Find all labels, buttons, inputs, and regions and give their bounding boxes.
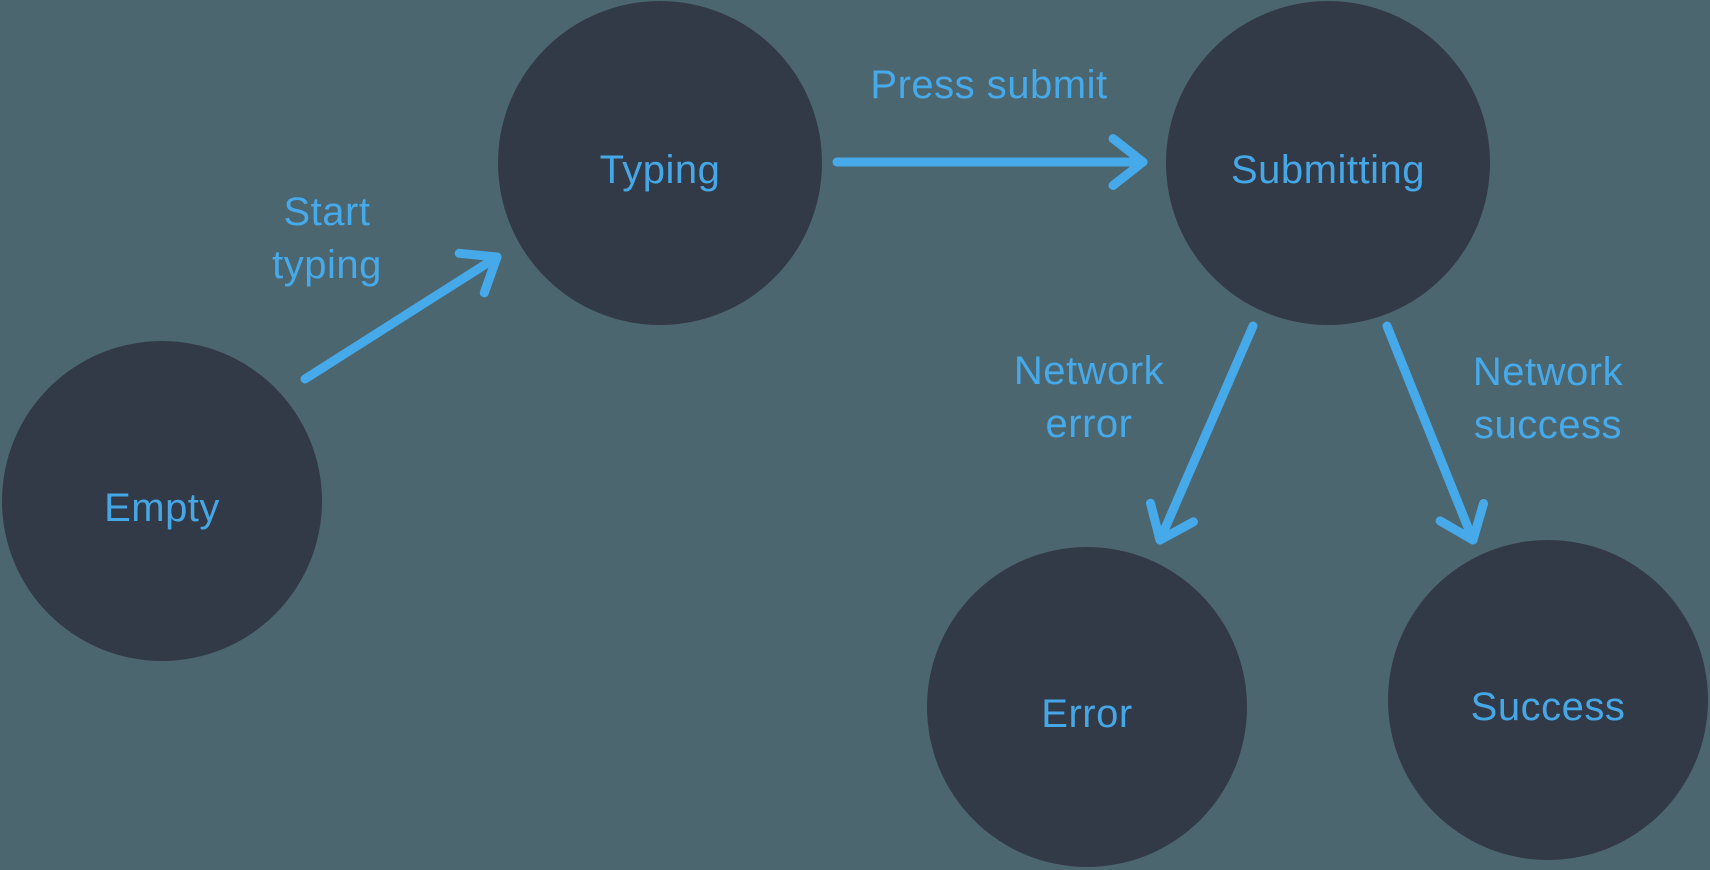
- transition-label-line: typing: [272, 243, 382, 287]
- transition-label-network-error: Network error: [889, 345, 1289, 451]
- state-error: Error: [927, 547, 1247, 867]
- transition-arrowhead-icon: [1108, 134, 1148, 190]
- transition-label-line: error: [1045, 402, 1133, 446]
- transition-arrowhead-icon: [1435, 498, 1489, 545]
- transition-label-line: Network: [1013, 349, 1165, 393]
- state-success-label: Success: [1470, 684, 1626, 729]
- state-error-label: Error: [1041, 691, 1133, 736]
- state-empty-label: Empty: [104, 485, 220, 530]
- state-success: Success: [1388, 540, 1708, 860]
- transition-arrowhead-icon: [1145, 498, 1198, 545]
- transition-label-network-success: Network success: [1348, 346, 1710, 452]
- transition-label-line: success: [1474, 403, 1622, 447]
- transition-label-line: Press submit: [870, 62, 1108, 107]
- state-submitting-label: Submitting: [1231, 147, 1425, 192]
- transition-label-line: Network: [1472, 350, 1624, 394]
- transition-label-press-submit: Press submit: [789, 59, 1189, 112]
- state-typing: Typing: [498, 1, 822, 325]
- transition-label-line: Start: [283, 190, 371, 234]
- state-typing-label: Typing: [599, 147, 721, 192]
- state-submitting: Submitting: [1166, 1, 1490, 325]
- state-empty: Empty: [2, 341, 322, 661]
- transition-label-start-typing: Start typing: [127, 186, 527, 292]
